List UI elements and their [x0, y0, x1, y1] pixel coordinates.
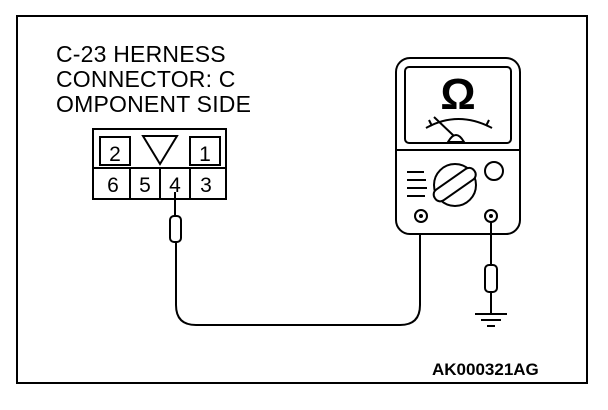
pin-label-4: 4	[169, 174, 181, 197]
test-probe-left	[169, 192, 182, 243]
ohm-symbol-icon: Ω	[440, 70, 475, 119]
meter-needle	[433, 116, 455, 137]
title-line-3: OMPONENT SIDE	[56, 91, 252, 117]
ground-lead	[484, 222, 498, 314]
test-probe-right	[484, 264, 498, 293]
zero-adjust-knob	[484, 161, 504, 181]
title-line-1: C-23 HERNESS	[56, 41, 226, 67]
harness-connector	[92, 128, 227, 200]
ohmmeter	[395, 57, 521, 235]
title-line-2: CONNECTOR: C	[56, 66, 236, 92]
ground-icon	[475, 313, 507, 327]
diagram-frame	[16, 15, 588, 384]
pin-label-2: 2	[109, 143, 121, 166]
pin-cell-1	[189, 136, 221, 166]
pin-label-6: 6	[107, 174, 119, 197]
pin-label-1: 1	[199, 143, 211, 166]
pin-cell-2	[99, 136, 131, 166]
test-lead-wire	[175, 216, 421, 326]
figure-code: AK000321AG	[432, 360, 539, 379]
pin-label-5: 5	[139, 174, 151, 197]
lock-tab-icon	[141, 135, 179, 166]
needle-pivot	[446, 134, 466, 143]
dial-knob	[432, 166, 477, 203]
pin-label-3: 3	[200, 174, 212, 197]
scale-tick	[485, 119, 490, 127]
scale-tick	[428, 119, 433, 127]
